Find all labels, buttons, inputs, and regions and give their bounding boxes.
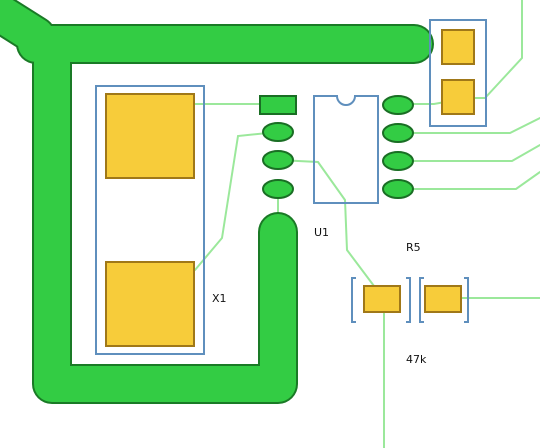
r5-pad-1: [363, 285, 401, 313]
u1-outline: [313, 95, 379, 204]
u1-pin-1: [259, 95, 297, 115]
trace-u1-pin6-right: [397, 144, 540, 162]
trace-u1-pin5-right: [397, 171, 540, 190]
x1-pad-2: [105, 261, 195, 347]
signal-traces: [194, 0, 540, 448]
u1-pin-5: [382, 179, 414, 199]
u1-pin-7: [382, 123, 414, 143]
x1-outline: [95, 85, 205, 355]
x1-pads: [105, 93, 195, 347]
r5-pads: [363, 285, 462, 313]
u1-designator: U1: [314, 226, 329, 239]
r5-outline-mid-right: [419, 277, 424, 323]
r5-pad-2: [424, 285, 462, 313]
cap-outline: [429, 19, 487, 127]
u1-pin-2: [262, 122, 294, 142]
r5-outline-right: [464, 277, 469, 323]
u1-pin-4: [262, 179, 294, 199]
r5-outline-left: [351, 277, 356, 323]
cap-pads: [441, 29, 475, 115]
u1-pin-6: [382, 151, 414, 171]
silkscreen: [95, 19, 487, 355]
cap-pad-1: [441, 29, 475, 65]
trace-x1-to-u1-pin2: [194, 131, 279, 271]
power-trace-fill: [0, 0, 432, 402]
trace-u1-pin3-to-r5: [277, 159, 381, 295]
x1-designator: X1: [212, 292, 227, 305]
u1-pin-3: [262, 150, 294, 170]
u1-pins: [259, 95, 414, 199]
u1-pin-8: [382, 95, 414, 115]
r5-value: 47k: [406, 353, 427, 366]
cap-pad-2: [441, 79, 475, 115]
trace-u1-pin7-right: [397, 117, 540, 134]
x1-pad-1: [105, 93, 195, 179]
r5-designator: R5: [406, 241, 421, 254]
power-trace: [0, 0, 434, 404]
r5-outline-mid-left: [406, 277, 411, 323]
